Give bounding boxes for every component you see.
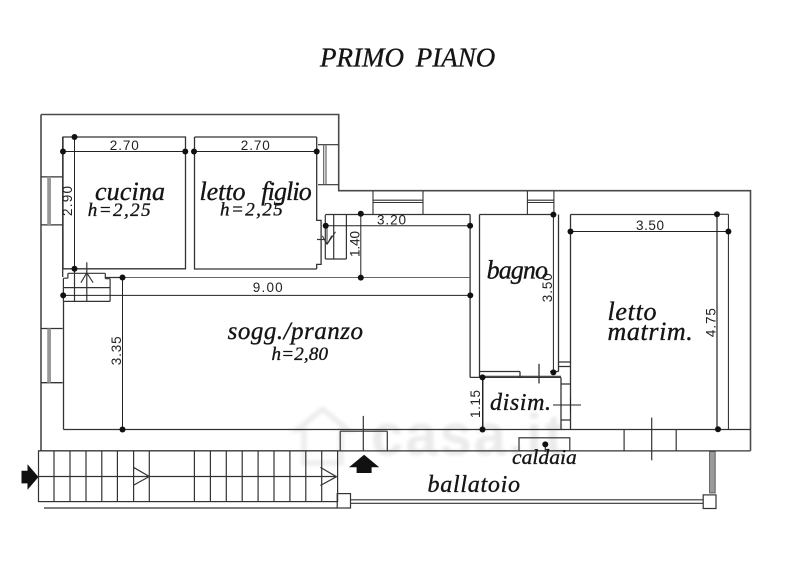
svg-text:1.40: 1.40 bbox=[348, 231, 363, 257]
svg-text:3.50: 3.50 bbox=[540, 273, 555, 302]
svg-text:sogg./pranzo: sogg./pranzo bbox=[228, 318, 363, 345]
svg-text:3.50: 3.50 bbox=[636, 218, 664, 233]
svg-text:letto: letto bbox=[200, 177, 246, 206]
svg-text:casa.it: casa.it bbox=[371, 403, 566, 468]
svg-text:bagno: bagno bbox=[487, 256, 548, 285]
svg-text:caldaia: caldaia bbox=[512, 445, 577, 469]
svg-text:ballatoio: ballatoio bbox=[428, 472, 521, 498]
svg-text:matrim.: matrim. bbox=[608, 317, 693, 346]
svg-text:letto: letto bbox=[608, 297, 657, 326]
svg-text:3.20: 3.20 bbox=[377, 212, 406, 227]
svg-text:disim.: disim. bbox=[490, 390, 551, 416]
svg-text:1.15: 1.15 bbox=[468, 390, 483, 418]
svg-text:h=2,25: h=2,25 bbox=[88, 200, 151, 221]
svg-text:PIANO: PIANO bbox=[415, 43, 495, 73]
svg-text:cucina: cucina bbox=[95, 177, 165, 206]
svg-text:3.35: 3.35 bbox=[109, 336, 124, 365]
svg-text:PRIMO: PRIMO bbox=[319, 43, 404, 73]
svg-text:2.70: 2.70 bbox=[110, 138, 139, 153]
svg-text:2.70: 2.70 bbox=[241, 138, 270, 153]
svg-text:4.75: 4.75 bbox=[704, 308, 719, 337]
svg-text:h=2,80: h=2,80 bbox=[272, 344, 329, 365]
svg-text:2.90: 2.90 bbox=[60, 186, 75, 216]
svg-text:h=2,25: h=2,25 bbox=[220, 200, 283, 221]
svg-text:9.00: 9.00 bbox=[253, 280, 283, 295]
svg-text:figlio: figlio bbox=[261, 177, 312, 206]
